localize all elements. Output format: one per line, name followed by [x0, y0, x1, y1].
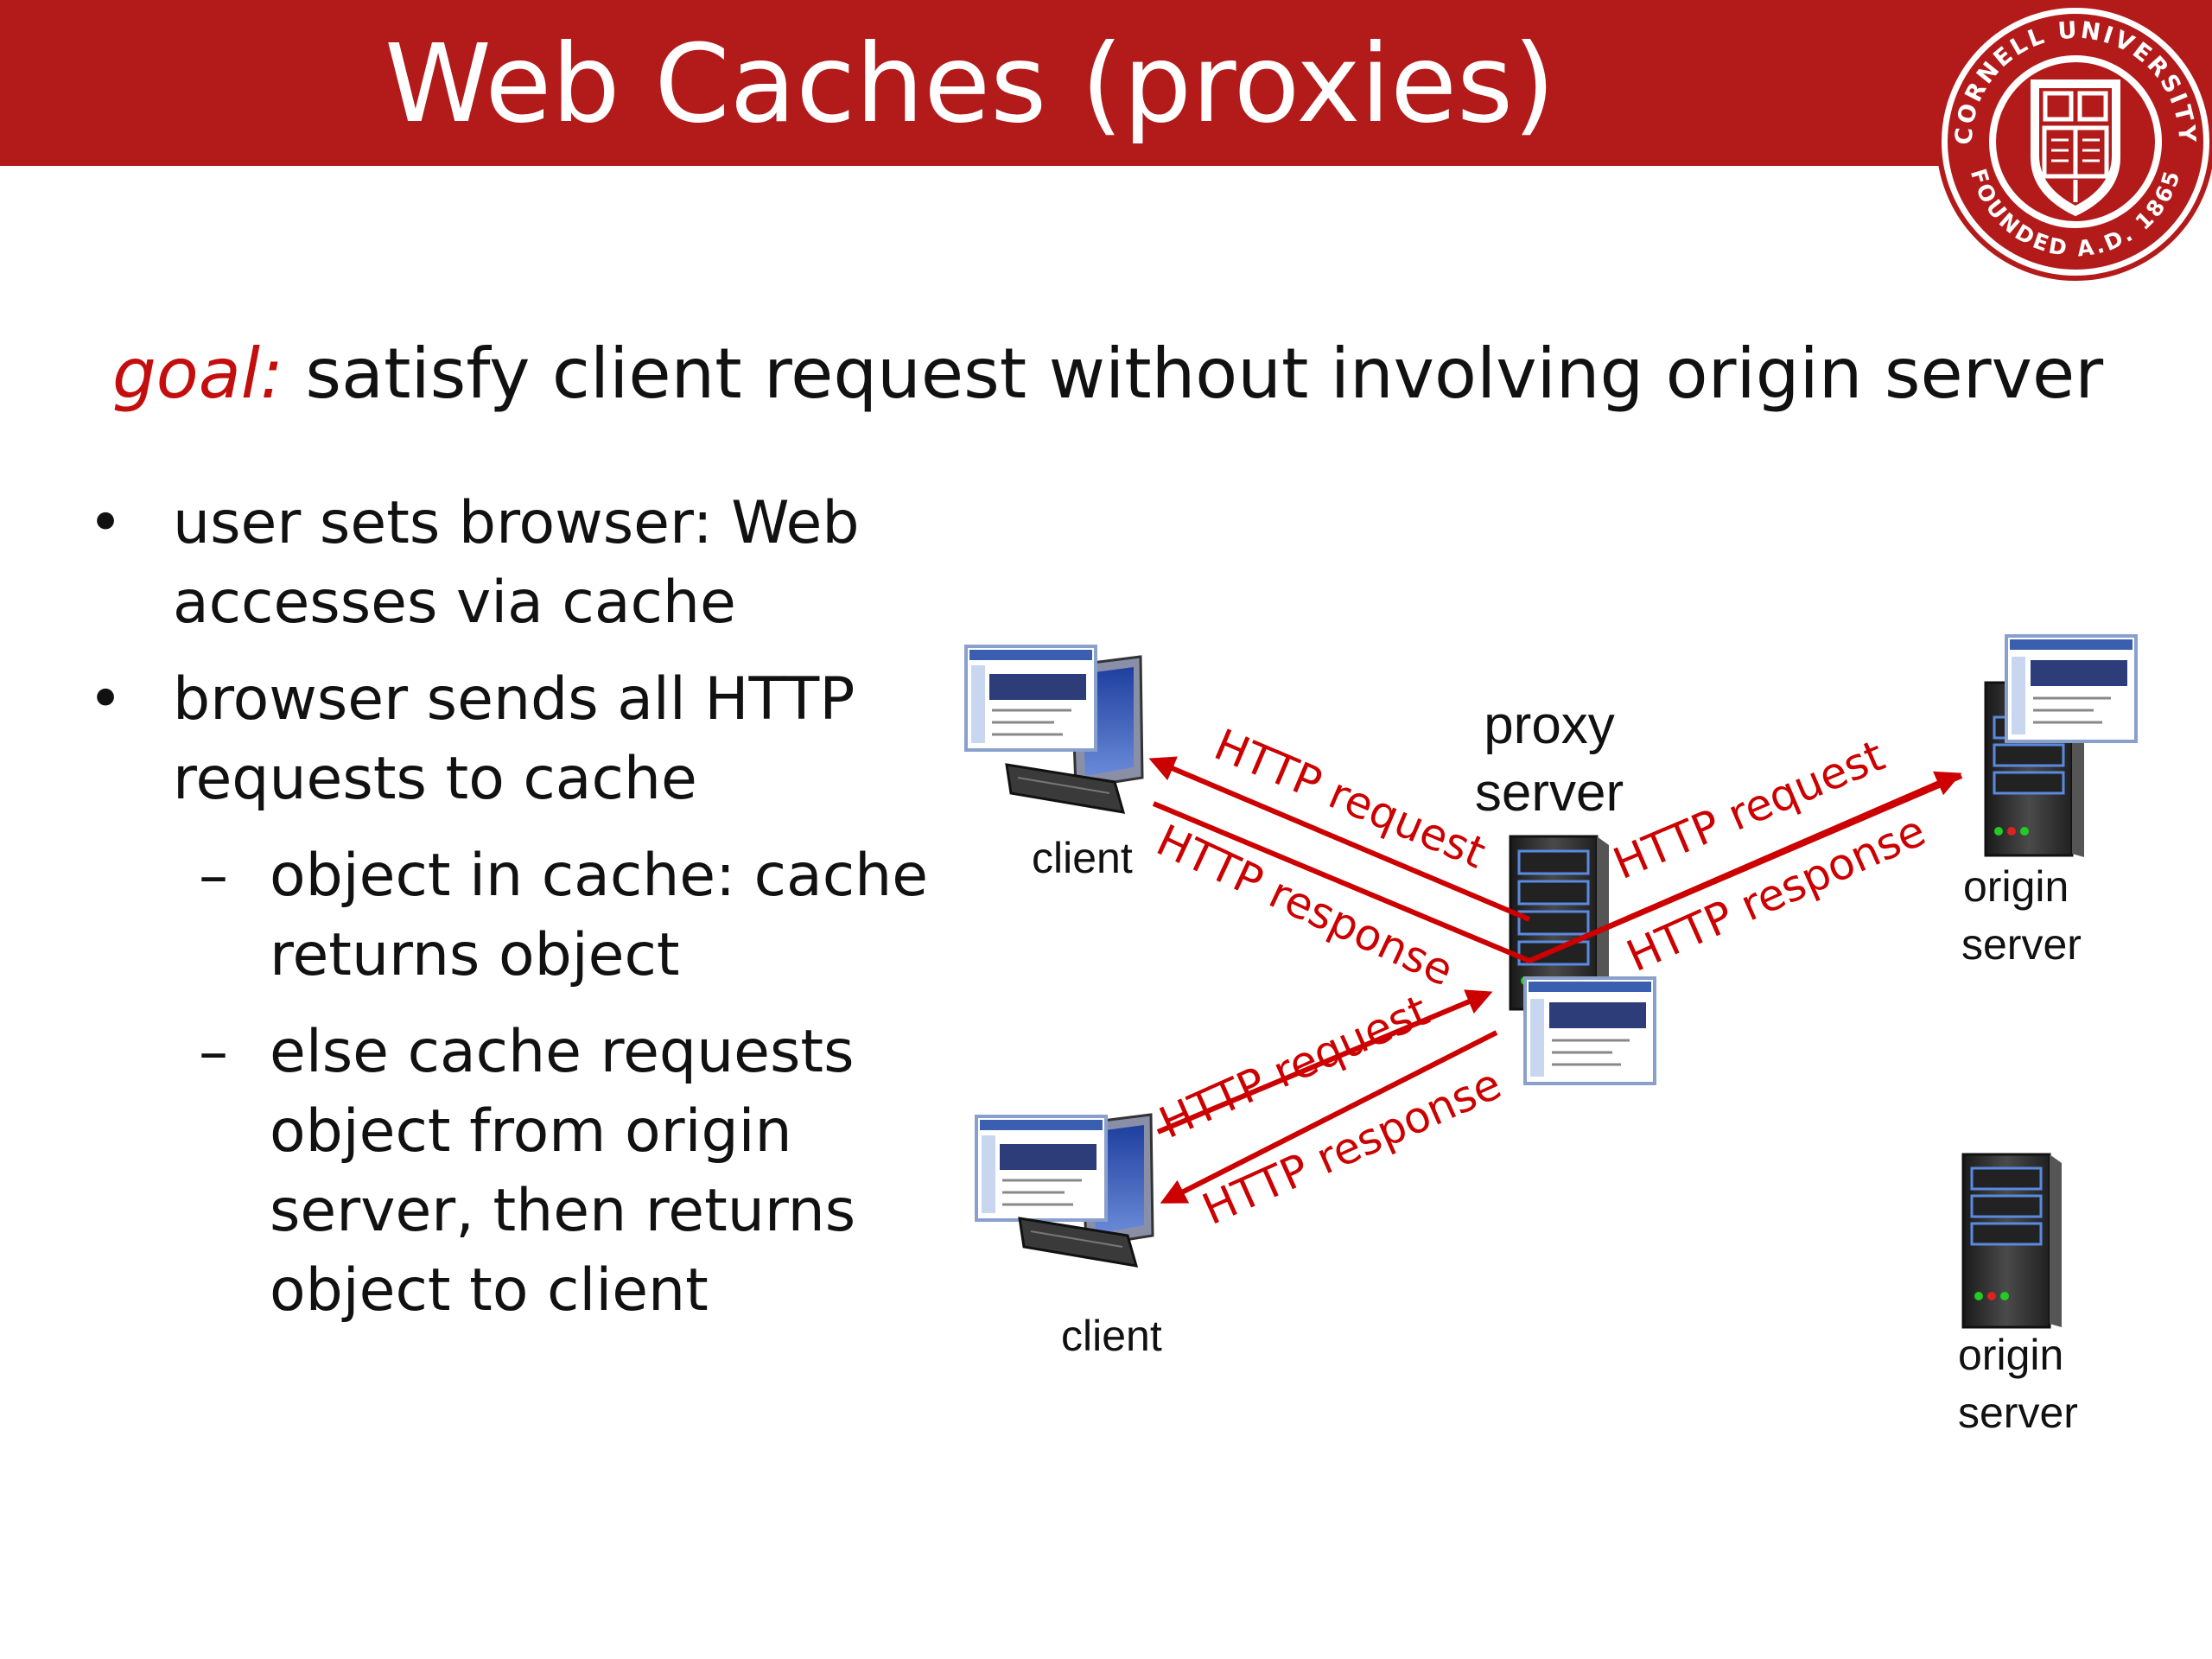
- bullet-line: user sets browser: Web: [173, 489, 860, 557]
- origin-label: server: [1958, 1389, 2078, 1437]
- sub-bullet-line: object to client: [270, 1256, 709, 1325]
- bullet-list: • user sets browser: Web accesses via ca…: [0, 484, 968, 1348]
- arrow-group: [1148, 756, 1963, 1204]
- sub-bullet-line: else cache requests: [270, 1018, 855, 1086]
- origin-label: origin: [1958, 1331, 2063, 1379]
- client-label: client: [1032, 834, 1133, 882]
- bullet-marker: •: [88, 665, 124, 734]
- http-response-arrow: [1528, 773, 1963, 963]
- cached-page-icon: [1523, 976, 1656, 1085]
- proxy-label: server: [1475, 763, 1624, 823]
- title-bar: [0, 0, 2212, 166]
- http-request-arrow: [1148, 756, 1531, 922]
- origin-server-icon: [1961, 1153, 2062, 1329]
- sub-bullet-line: server, then returns: [270, 1177, 856, 1245]
- bullet-marker: •: [88, 489, 124, 557]
- origin-label: server: [1961, 920, 2082, 969]
- client-computer-icon: [975, 1113, 1154, 1268]
- sub-bullet-line: object in cache: cache: [270, 842, 929, 910]
- proxy-label: proxy: [1484, 696, 1615, 755]
- origin-server-icon: [1984, 681, 2084, 857]
- bullet-line: requests to cache: [173, 745, 697, 813]
- sub-bullet-line: returns object: [270, 921, 680, 989]
- sub-bullet-marker: –: [199, 1018, 228, 1086]
- client-label: client: [1061, 1312, 1162, 1360]
- slide-title: Web Caches (proxies): [385, 22, 1555, 147]
- origin-page-icon: [2005, 634, 2138, 743]
- http-response-arrow: [1160, 1030, 1498, 1204]
- http-request-arrow: [1156, 989, 1493, 1135]
- client-computer-icon: [964, 645, 1144, 814]
- bullet-line: accesses via cache: [173, 569, 736, 637]
- sub-bullet-marker: –: [199, 842, 228, 910]
- goal-label: goal:: [112, 334, 283, 414]
- sub-bullet-line: object from origin: [270, 1097, 792, 1166]
- bullet-line: browser sends all HTTP: [173, 665, 855, 734]
- origin-label: origin: [1963, 862, 2069, 911]
- cornell-seal-logo: CORNELL UNIVERSITY FOUNDED A.D. 1865: [1936, 3, 2212, 281]
- goal-text: satisfy client request without involving…: [305, 334, 2104, 414]
- goal-statement: goal: satisfy client request without inv…: [112, 327, 2126, 422]
